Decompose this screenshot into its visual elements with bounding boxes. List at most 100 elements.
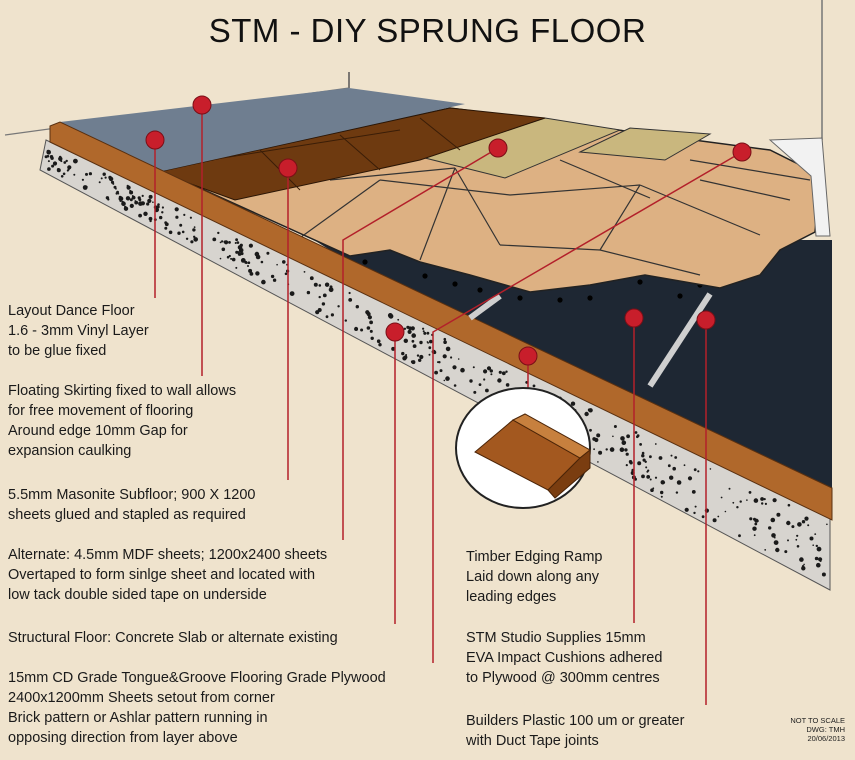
scale-note-line: 20/06/2013 — [807, 734, 845, 743]
aggregate-speck — [235, 266, 238, 269]
aggregate-speck — [46, 150, 51, 155]
aggregate-speck — [596, 433, 601, 438]
aggregate-speck — [667, 464, 671, 468]
aggregate-speck — [570, 401, 576, 406]
cushion-dot — [557, 297, 563, 303]
aggregate-speck — [416, 354, 420, 357]
aggregate-speck — [248, 268, 253, 273]
ramp-label-line: leading edges — [466, 589, 557, 605]
aggregate-speck — [669, 475, 674, 480]
aggregate-speck — [791, 525, 795, 529]
aggregate-speck — [411, 333, 417, 338]
aggregate-speck — [282, 260, 286, 264]
cushion-dot — [452, 281, 458, 287]
scale-note-line: NOT TO SCALE — [790, 716, 845, 725]
aggregate-speck — [684, 507, 689, 512]
skirting-label-line: Floating Skirting fixed to wall allows — [8, 383, 237, 399]
aggregate-speck — [140, 201, 145, 206]
aggregate-speck — [815, 544, 818, 548]
aggregate-speck — [369, 320, 373, 325]
aggregate-speck — [192, 228, 196, 232]
aggregate-speck — [46, 154, 50, 158]
aggregate-speck — [240, 258, 246, 263]
aggregate-speck — [650, 488, 654, 493]
aggregate-speck — [763, 498, 766, 501]
aggregate-speck — [328, 287, 334, 293]
aggregate-speck — [234, 242, 237, 244]
aggregate-speck — [787, 503, 791, 507]
aggregate-speck — [803, 563, 805, 566]
aggregate-speck — [369, 329, 373, 333]
aggregate-speck — [129, 190, 134, 195]
aggregate-speck — [260, 260, 264, 264]
aggregate-speck — [442, 354, 447, 359]
aggregate-speck — [306, 290, 311, 295]
aggregate-speck — [489, 369, 493, 373]
aggregate-speck — [58, 156, 63, 161]
aggregate-speck — [613, 425, 617, 428]
aggregate-speck — [717, 515, 720, 518]
aggregate-speck — [589, 428, 592, 432]
aggregate-speck — [796, 534, 799, 537]
aggregate-speck — [754, 522, 758, 526]
aggregate-speck — [348, 291, 351, 295]
aggregate-speck — [411, 339, 415, 343]
aggregate-speck — [629, 461, 633, 465]
aggregate-speck — [56, 168, 61, 173]
aggregate-speck — [179, 223, 183, 227]
aggregate-speck — [247, 261, 251, 265]
aggregate-speck — [221, 247, 226, 252]
aggregate-speck — [457, 358, 460, 360]
cushions-label: STM Studio Supplies 15mm EVA Impact Cush… — [466, 628, 662, 688]
cushions-label-line: STM Studio Supplies 15mm — [466, 630, 646, 646]
label-marker-dot — [624, 308, 644, 328]
aggregate-speck — [418, 358, 422, 362]
label-marker-dot — [488, 138, 508, 158]
aggregate-speck — [438, 361, 441, 364]
leader-lines — [154, 105, 743, 705]
aggregate-speck — [764, 502, 768, 505]
plywood-label-line: 2400x1200mm Sheets setout from corner — [8, 690, 275, 706]
label-marker-dot — [278, 158, 298, 178]
aggregate-speck — [164, 226, 168, 230]
aggregate-speck — [775, 547, 780, 553]
aggregate-speck — [410, 326, 415, 331]
aggregate-speck — [66, 169, 69, 172]
aggregate-speck — [752, 526, 757, 531]
aggregate-speck — [760, 497, 764, 501]
aggregate-speck — [303, 271, 306, 273]
label-marker-dot — [518, 346, 538, 366]
aggregate-speck — [445, 346, 451, 352]
aggregate-speck — [738, 534, 741, 538]
aggregate-speck — [748, 491, 752, 494]
aggregate-speck — [652, 487, 655, 490]
aggregate-speck — [88, 172, 92, 176]
aggregate-speck — [47, 160, 50, 163]
label-marker-dot — [732, 142, 752, 162]
aggregate-speck — [422, 330, 425, 333]
aggregate-speck — [676, 480, 682, 485]
batten-rail — [468, 293, 502, 321]
aggregate-speck — [486, 366, 492, 371]
aggregate-speck — [247, 265, 249, 267]
aggregate-speck — [819, 560, 822, 562]
plywood-edge-strip — [49, 121, 833, 521]
aggregate-speck — [773, 540, 779, 545]
aggregate-speck — [439, 369, 443, 373]
aggregate-speck — [736, 506, 739, 509]
aggregate-speck — [626, 434, 630, 439]
aggregate-speck — [641, 451, 645, 455]
aggregate-speck — [410, 360, 414, 364]
aggregate-speck — [181, 230, 185, 234]
aggregate-speck — [625, 452, 629, 456]
aggregate-speck — [276, 263, 278, 266]
aggregate-speck — [318, 284, 322, 287]
aggregate-speck — [73, 158, 78, 164]
scale-note: NOT TO SCALE DWG: TMH 20/06/2013 — [790, 716, 845, 743]
aggregate-speck — [185, 237, 189, 240]
aggregate-speck — [161, 211, 164, 214]
aggregate-speck — [739, 500, 742, 503]
label-marker-dot — [696, 310, 716, 330]
aggregate-speck — [81, 178, 84, 181]
